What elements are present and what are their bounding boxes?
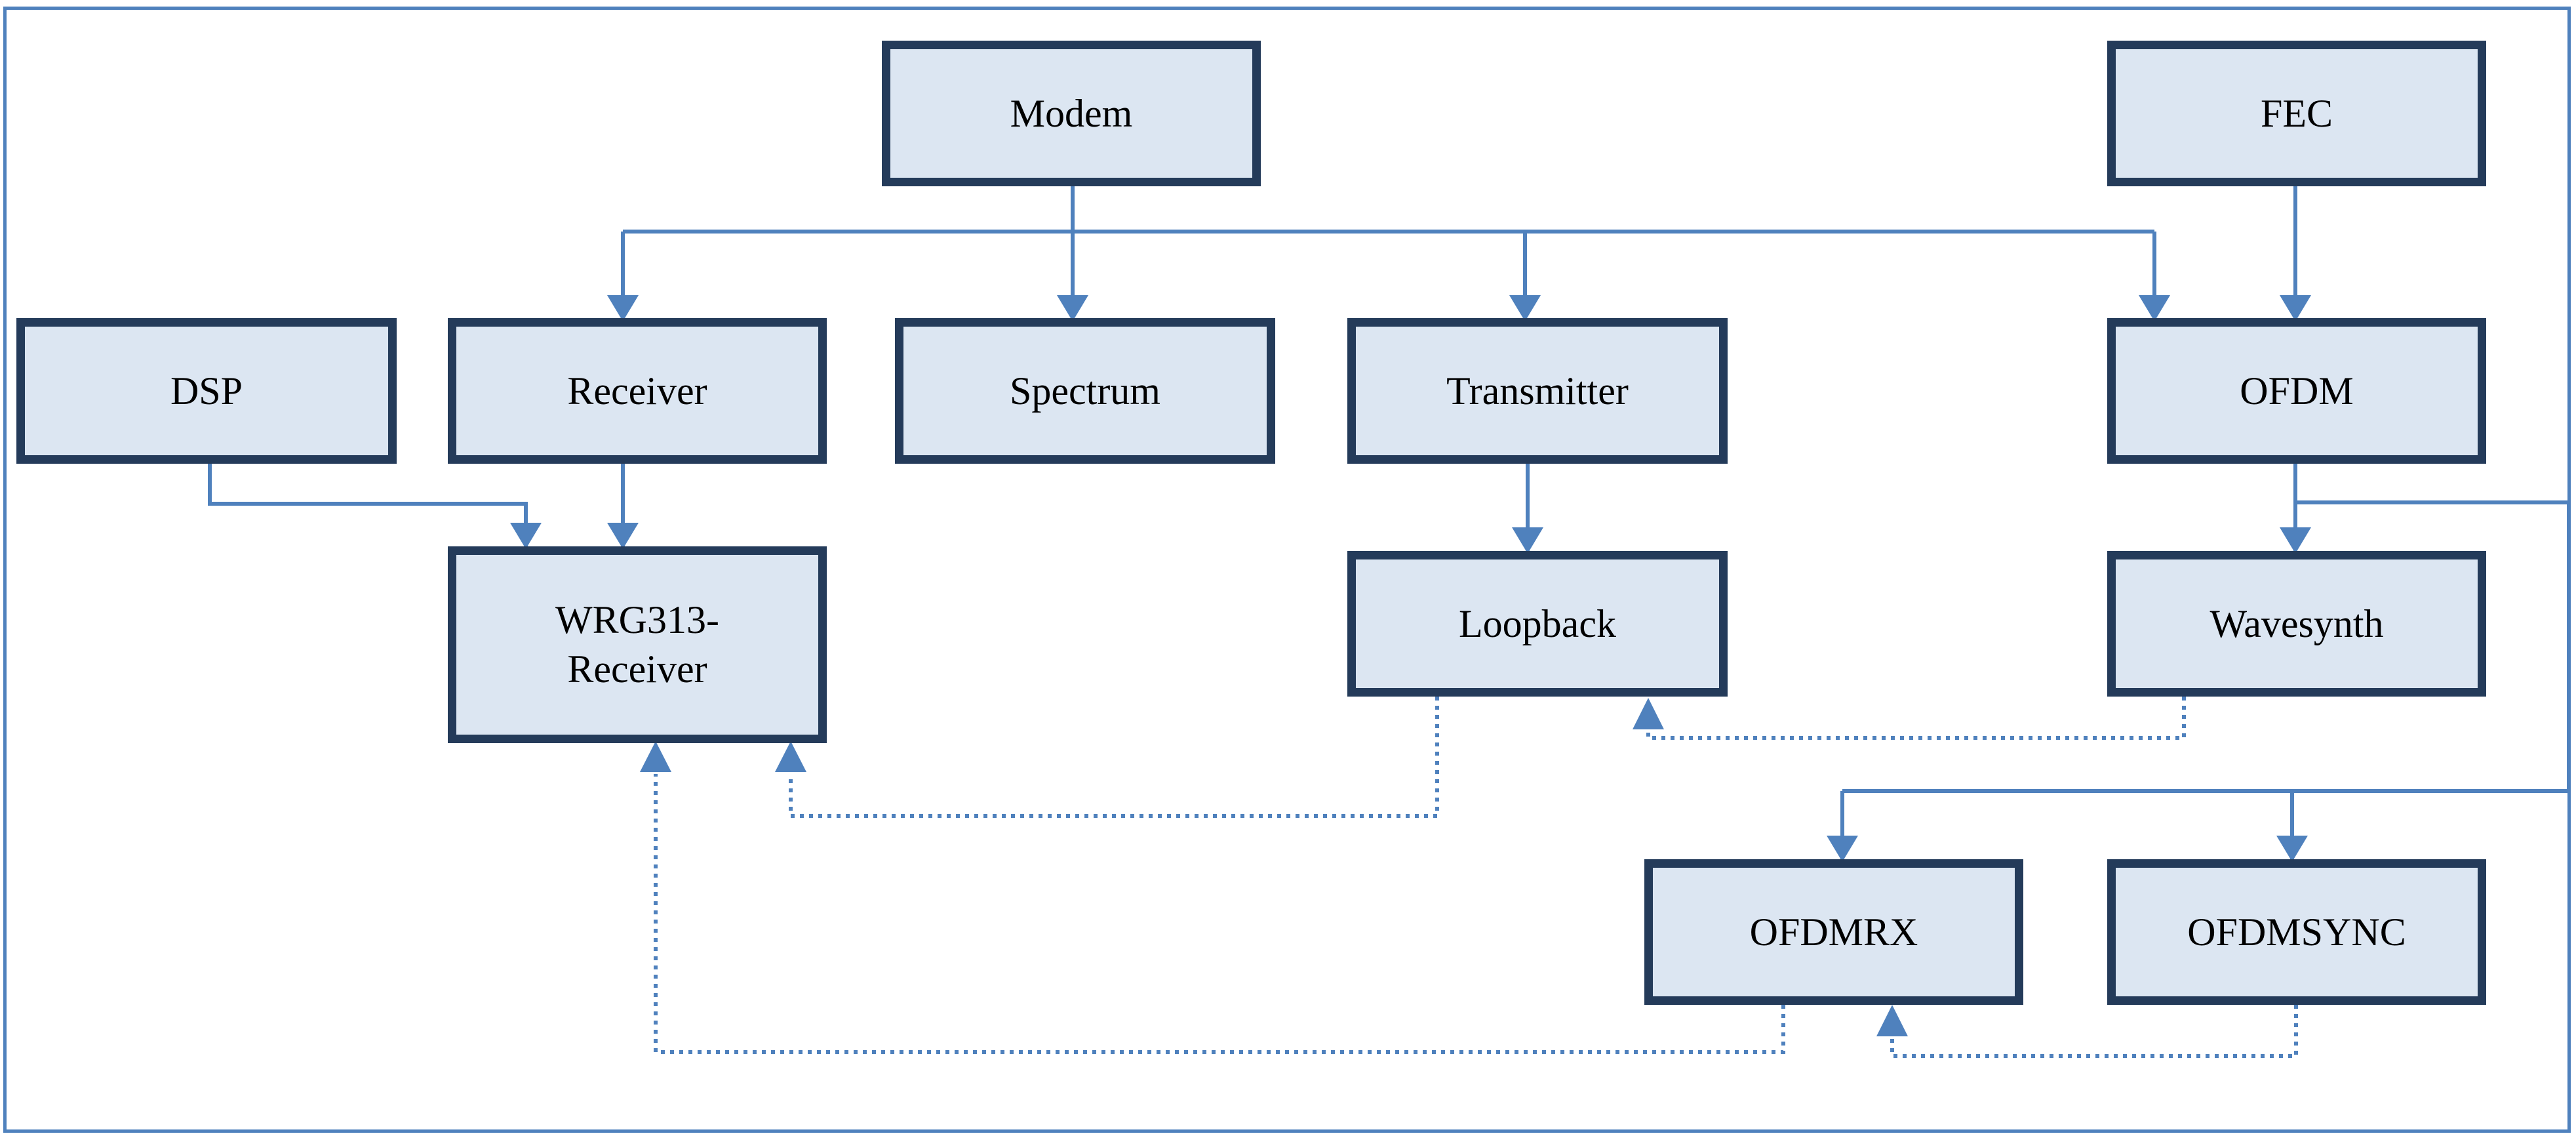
node-ofdmsync-label: OFDMSYNC [2187,910,2406,954]
node-wavesynth-label: Wavesynth [2209,601,2384,645]
arrowhead-wrg313-dsp [510,523,542,549]
arrowhead-ofdm-modem [2139,295,2170,321]
node-ofdmsync: OFDMSYNC [2107,859,2486,1005]
arrowhead-wrg313-from-loopback [775,741,806,772]
node-fec-label: FEC [2260,91,2333,135]
node-spectrum-label: Spectrum [1010,369,1160,413]
arrowhead-spectrum [1057,295,1088,321]
node-spectrum: Spectrum [895,318,1275,464]
arrowhead-wrg313-from-ofdmrx [640,741,671,772]
node-wrg313-receiver-label: WRG313- Receiver [555,598,719,691]
arrowhead-ofdmsync [2276,836,2308,862]
node-fec: FEC [2107,41,2486,186]
node-wavesynth: Wavesynth [2107,551,2486,697]
arrowhead-receiver [607,295,639,321]
node-loopback: Loopback [1347,551,1728,697]
arrowhead-wavesynth [2280,527,2311,554]
node-modem: Modem [882,41,1261,186]
node-ofdmrx-label: OFDMRX [1749,910,1918,954]
node-ofdmrx: OFDMRX [1644,859,2023,1005]
node-transmitter-label: Transmitter [1446,369,1629,413]
node-modem-label: Modem [1010,91,1133,135]
arrowhead-loopback [1512,527,1543,554]
ofdm-side-line [2295,500,2571,791]
arrowhead-loopback-from-wavesynth [1633,698,1664,729]
node-receiver-label: Receiver [567,369,707,413]
dotted-loopback-wrg313 [789,697,1439,818]
dotted-ofdmsync-ofdmrx [1890,1005,2298,1058]
node-dsp-label: DSP [170,369,243,413]
node-dsp: DSP [16,318,397,464]
arrow-dsp-wrg313 [208,464,528,546]
arrowhead-wrg313-receiver [607,523,639,549]
arrowhead-transmitter [1509,295,1541,321]
arrowhead-ofdm-fec [2280,295,2311,321]
arrowhead-ofdmrx-from-ofdmsync [1876,1005,1908,1036]
node-transmitter: Transmitter [1347,318,1728,464]
arrowhead-ofdmrx [1827,836,1858,862]
node-ofdm: OFDM [2107,318,2486,464]
node-ofdm-label: OFDM [2240,369,2354,413]
node-loopback-label: Loopback [1459,601,1616,645]
dotted-wavesynth-loopback [1646,697,2186,740]
node-receiver: Receiver [448,318,827,464]
dotted-ofdmrx-wrg313 [654,774,1785,1054]
node-wrg313-receiver: WRG313- Receiver [448,546,827,743]
